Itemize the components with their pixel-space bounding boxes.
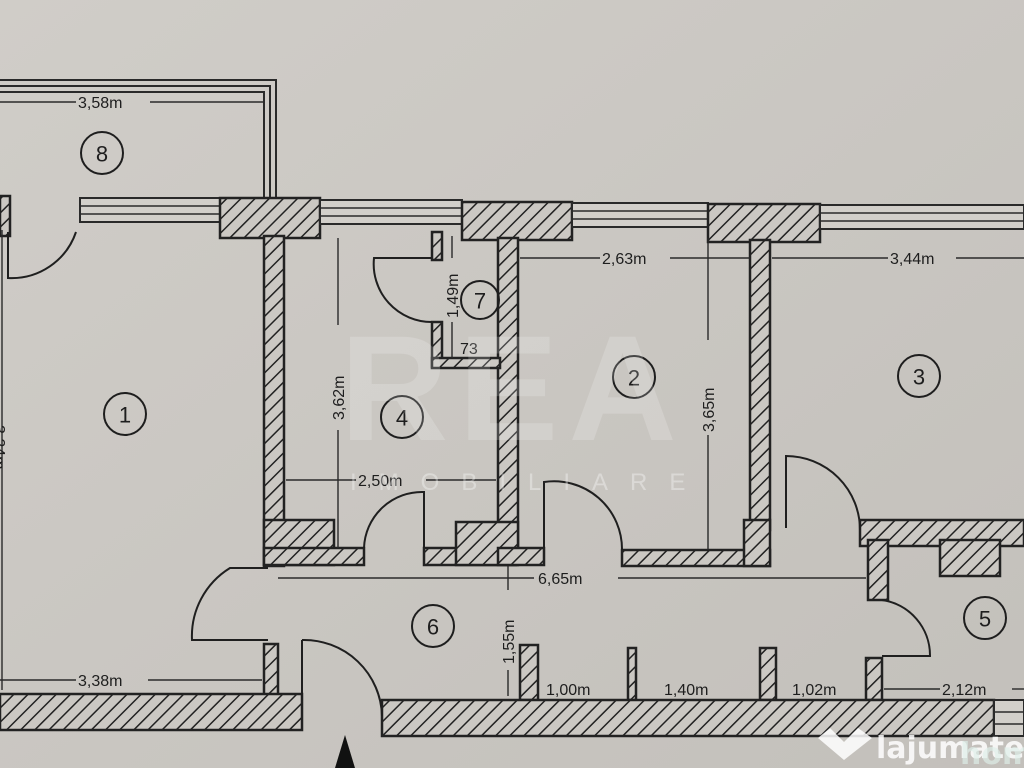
doors bbox=[7, 231, 932, 717]
bottom-exterior-wall bbox=[0, 692, 1024, 738]
dim-hall-height: 1,55m bbox=[501, 620, 518, 664]
room-marker-4: 4 bbox=[380, 395, 424, 439]
svg-text:5: 5 bbox=[979, 607, 991, 632]
brand-suffix-text: home bbox=[960, 737, 1024, 768]
room-marker-5: 5 bbox=[963, 596, 1007, 640]
svg-text:4: 4 bbox=[396, 406, 408, 431]
dim-closet-a: 1,00m bbox=[546, 682, 590, 699]
room-marker-1: 1 bbox=[103, 392, 147, 436]
dim-room3-width: 3,44m bbox=[890, 251, 934, 268]
svg-text:3: 3 bbox=[913, 365, 925, 390]
brand-logo-icon bbox=[818, 728, 872, 760]
svg-text:8: 8 bbox=[96, 142, 108, 167]
room-marker-6: 6 bbox=[411, 604, 455, 648]
interior-walls bbox=[262, 230, 1024, 702]
dim-room1-width: 3,38m bbox=[78, 673, 122, 690]
dim-closet-c: 1,02m bbox=[792, 682, 836, 699]
dim-room5-width: 2,12m bbox=[942, 682, 986, 699]
dim-room8-width: 3,58m bbox=[78, 95, 122, 112]
room-marker-8: 8 bbox=[80, 131, 124, 175]
dim-closet-b: 1,40m bbox=[664, 682, 708, 699]
top-exterior-wall bbox=[0, 194, 1024, 244]
dim-room4-width: 2,50m bbox=[358, 473, 402, 490]
dim-room1-height: 3,24m bbox=[0, 425, 7, 469]
dim-room7-height: 1,49m bbox=[445, 274, 462, 318]
dim-room7-width: 73 bbox=[460, 341, 478, 358]
entrance-arrow-icon bbox=[335, 735, 355, 768]
brand-text: lajumate bbox=[876, 731, 1024, 766]
agency-watermark: REA IMOBILIARE bbox=[340, 304, 707, 496]
dim-room4-height: 3,62m bbox=[331, 376, 348, 420]
svg-text:6: 6 bbox=[427, 615, 439, 640]
room-markers: 1 2 3 4 5 6 7 8 bbox=[80, 131, 1007, 648]
agency-sub-text: IMOBILIARE bbox=[350, 469, 707, 496]
svg-text:1: 1 bbox=[119, 403, 131, 428]
dim-room2-height: 3,65m bbox=[701, 388, 718, 432]
agency-logo-text: REA bbox=[340, 304, 687, 472]
dim-hall-length: 6,65m bbox=[538, 571, 582, 588]
dimension-lines bbox=[0, 101, 1024, 696]
balcony-outline bbox=[0, 79, 277, 200]
svg-text:2: 2 bbox=[628, 366, 640, 391]
dimension-labels: 3,58m 2,63m 3,44m 3,62m 1,49m 73 3,65m 3… bbox=[0, 95, 986, 699]
room-marker-7: 7 bbox=[460, 280, 500, 320]
room-marker-2: 2 bbox=[612, 355, 656, 399]
site-brand-watermark: lajumate home bbox=[818, 728, 1024, 768]
room-marker-3: 3 bbox=[897, 354, 941, 398]
dim-room2-width: 2,63m bbox=[602, 251, 646, 268]
svg-text:7: 7 bbox=[474, 289, 486, 314]
